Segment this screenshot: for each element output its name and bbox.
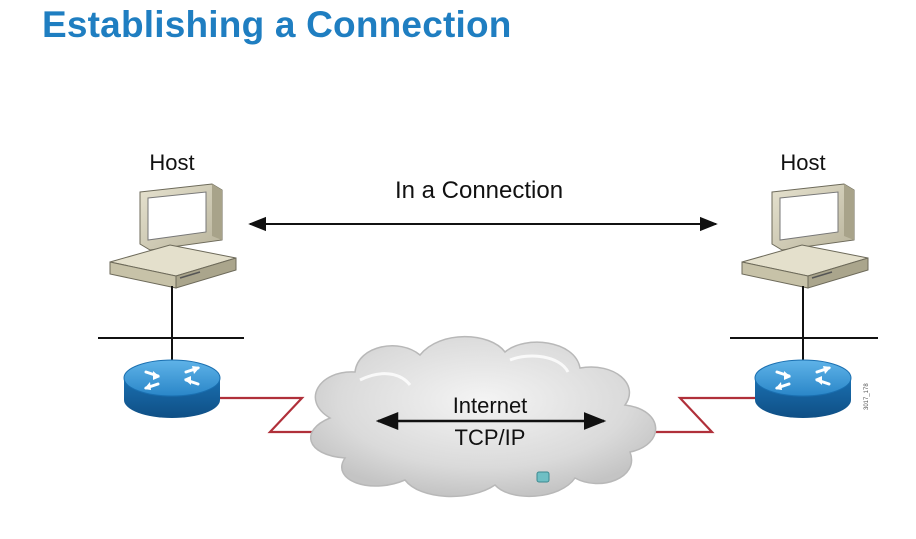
cloud-protocol-label: TCP/IP bbox=[455, 425, 526, 450]
right-router-icon bbox=[754, 359, 852, 418]
left-router-icon bbox=[123, 359, 221, 418]
right-computer-icon bbox=[741, 183, 869, 289]
figure-code: 3017_178 bbox=[864, 383, 870, 410]
right-host-label: Host bbox=[780, 150, 825, 175]
cloud-badge-icon bbox=[536, 471, 550, 483]
right-wan-link bbox=[650, 396, 755, 434]
connection-label: In a Connection bbox=[395, 177, 563, 204]
cloud-internet-label: Internet bbox=[453, 393, 528, 418]
page-title: Establishing a Connection bbox=[42, 4, 512, 45]
left-computer-icon bbox=[109, 183, 237, 289]
left-wan-link bbox=[220, 396, 330, 434]
left-host-label: Host bbox=[149, 150, 194, 175]
